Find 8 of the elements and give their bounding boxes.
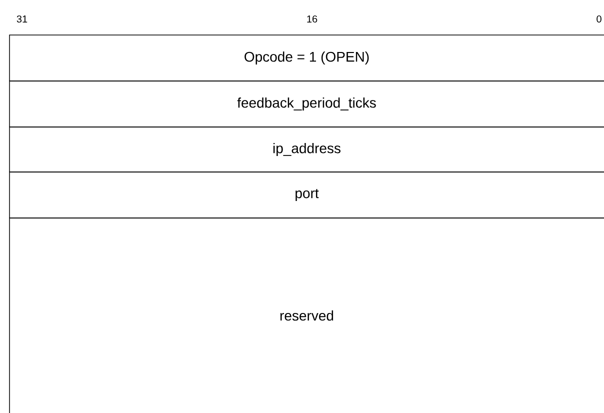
bit-number: 16 [307,15,318,23]
field-row: ip_address [9,126,604,172]
bit-number: 0 [596,15,602,23]
field-row: feedback_period_ticks [9,80,604,128]
bit-number: 31 [16,15,28,23]
field-row: Opcode = 1 (OPEN) [9,34,604,82]
field-row: port [9,172,604,218]
field-row: reserved [9,218,604,413]
